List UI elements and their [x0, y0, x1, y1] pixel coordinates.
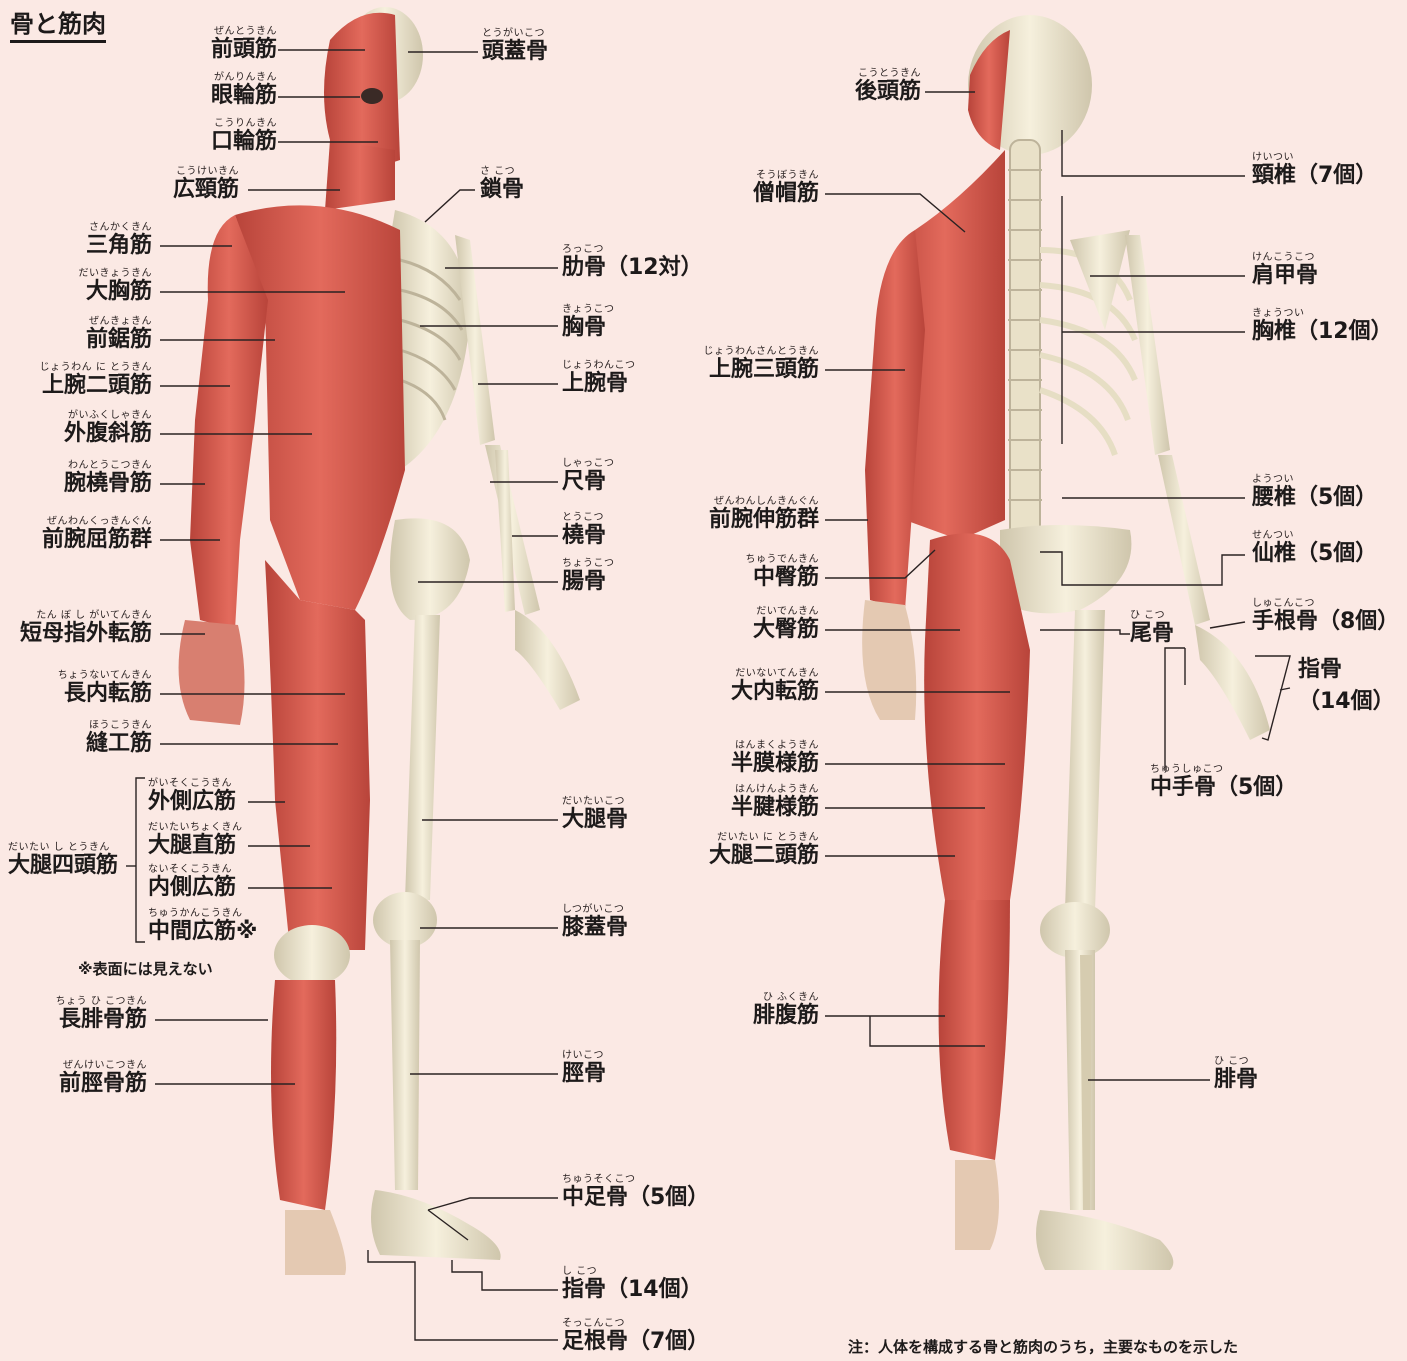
label-metacarpals: ちゅうしゅこつ中手骨（5個）	[1150, 764, 1297, 801]
label-triceps: じょうわんさんとうきん上腕三頭筋	[704, 346, 820, 383]
label-vastus-medialis: ないそくこうきん内側広筋	[148, 864, 236, 901]
label-adductor-longus: ちょうないてんきん長内転筋	[58, 670, 152, 707]
label-tibia: けいこつ脛骨	[562, 1050, 606, 1087]
back-figure	[862, 15, 1270, 1270]
label-abductor-pollicis-brevis: たん ぼ し がいてんきん短母指外転筋	[20, 610, 152, 647]
label-forearm-extensors: ぜんわんしんきんぐん前腕伸筋群	[709, 496, 819, 533]
label-toe-phalanges: し こつ指骨（14個）	[562, 1266, 703, 1303]
label-quadriceps: だいたい し とうきん大腿四頭筋	[8, 842, 118, 879]
label-gastrocnemius: ひ ふくきん腓腹筋	[753, 992, 819, 1029]
label-finger-phalanges-count: （14個）	[1298, 689, 1395, 715]
label-deltoid: さんかくきん三角筋	[86, 222, 152, 259]
front-femur	[405, 615, 440, 900]
label-radius: とうこつ橈骨	[562, 512, 606, 549]
label-biceps: じょうわん に とうきん上腕二頭筋	[40, 362, 152, 399]
label-clavicle: さ こつ鎖骨	[480, 166, 524, 203]
label-gluteus-medius: ちゅうでんきん中臀筋	[746, 554, 820, 591]
back-pelvis	[1000, 525, 1131, 613]
label-cervical-vertebrae: けいつい頸椎（7個）	[1252, 152, 1377, 189]
label-tibialis-anterior: ぜんけいこつきん前脛骨筋	[59, 1060, 147, 1097]
back-thigh-muscle	[924, 533, 1030, 900]
label-metatarsals: ちゅうそくこつ中足骨（5個）	[562, 1174, 709, 1211]
label-humerus: じょうわんこつ上腕骨	[562, 360, 636, 397]
label-lumbar-vertebrae: ようつい腰椎（5個）	[1252, 474, 1377, 511]
front-pelvis	[390, 518, 470, 620]
page-title: 骨と筋肉	[10, 4, 106, 43]
back-arm-muscle	[865, 230, 925, 610]
label-vastus-intermedius: ちゅうかんこうきん中間広筋※	[148, 908, 257, 945]
label-orbicularis-oculi: がんりんきん眼輪筋	[211, 72, 277, 109]
label-occipitalis: こうとうきん後頭筋	[855, 68, 921, 105]
label-ilium: ちょうこつ腸骨	[562, 558, 615, 595]
front-torso-muscle	[235, 205, 405, 610]
label-semimembranosus: はんまくようきん半膜様筋	[731, 740, 819, 777]
label-sternum: きょうこつ胸骨	[562, 304, 615, 341]
label-forearm-flexors: ぜんわんくっきんぐん前腕屈筋群	[42, 516, 152, 553]
label-patella: しつがいこつ膝蓋骨	[562, 904, 628, 941]
front-shin-muscle	[271, 980, 336, 1210]
label-rectus-femoris: だいたいちょくきん大腿直筋	[148, 822, 243, 859]
label-tarsals: そっこんこつ足根骨（7個）	[562, 1318, 709, 1355]
label-orbicularis-oris: こうりんきん口輪筋	[211, 118, 277, 155]
footnote: 注：人体を構成する骨と筋肉のうち，主要なものを示した	[848, 1336, 1238, 1357]
label-adductor-magnus: だいないてんきん大内転筋	[731, 668, 819, 705]
label-brachioradialis: わんとうこつきん腕橈骨筋	[64, 460, 152, 497]
front-thigh-muscle	[265, 560, 370, 950]
label-platysma: こうけいきん広頸筋	[173, 166, 239, 203]
label-frontalis: ぜんとうきん前頭筋	[211, 26, 277, 63]
label-serratus-anterior: ぜんきょきん前鋸筋	[86, 316, 152, 353]
back-calf-muscle	[939, 900, 1010, 1160]
front-tibia	[390, 940, 420, 1190]
label-ribs: ろっこつ肋骨（12対）	[562, 244, 703, 281]
front-arm-muscle	[190, 215, 268, 630]
label-ulna: しゃっこつ尺骨	[562, 458, 615, 495]
label-peroneus-longus: ちょう ひ こつきん長腓骨筋	[56, 996, 147, 1033]
label-gluteus-maximus: だいでんきん大臀筋	[753, 606, 819, 643]
label-skull: とうがいこつ頭蓋骨	[482, 28, 548, 65]
label-finger-phalanges: 指骨	[1298, 657, 1342, 683]
hidden-note: ※表面には見えない	[78, 958, 213, 979]
label-fibula: ひ こつ腓骨	[1214, 1056, 1258, 1093]
label-coccyx: ひ こつ尾骨	[1130, 610, 1174, 647]
label-scapula: けんこうこつ肩甲骨	[1252, 252, 1318, 289]
label-femur: だいたいこつ大腿骨	[562, 796, 628, 833]
label-sartorius: ほうこうきん縫工筋	[86, 720, 152, 757]
label-thoracic-vertebrae: きょうつい胸椎（12個）	[1252, 308, 1393, 345]
front-foot	[371, 1190, 501, 1260]
label-external-oblique: がいふくしゃきん外腹斜筋	[64, 410, 152, 447]
label-vastus-lateralis: がいそくこうきん外側広筋	[148, 778, 236, 815]
label-biceps-femoris: だいたい に とうきん大腿二頭筋	[709, 832, 819, 869]
label-carpals: しゅこんこつ手根骨（8個）	[1252, 598, 1399, 635]
label-trapezius: そうぼうきん僧帽筋	[753, 170, 819, 207]
label-sacral-vertebrae: せんつい仙椎（5個）	[1252, 530, 1377, 567]
label-semitendinosus: はんけんようきん半腱様筋	[731, 784, 819, 821]
label-pectoralis-major: だいきょうきん大胸筋	[79, 268, 153, 305]
